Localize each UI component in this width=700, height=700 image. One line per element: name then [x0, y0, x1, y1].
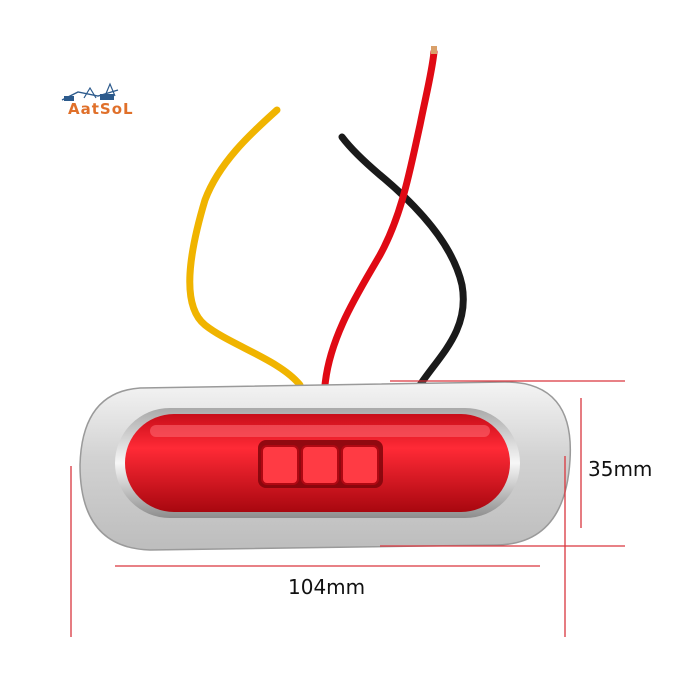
red-wire [321, 48, 438, 389]
led-module [258, 440, 383, 488]
brand-logo-text: AatSoL [68, 100, 134, 118]
wires [186, 46, 467, 389]
height-dimension-label: 35mm [588, 457, 653, 481]
dimension-lines [70, 380, 625, 637]
width-dimension-label: 104mm [288, 575, 366, 599]
black-wire [338, 133, 467, 389]
logo-graphic [61, 82, 119, 101]
red-wire-tip [431, 46, 437, 54]
lens-highlight [150, 425, 490, 437]
yellow-wire [186, 106, 304, 389]
